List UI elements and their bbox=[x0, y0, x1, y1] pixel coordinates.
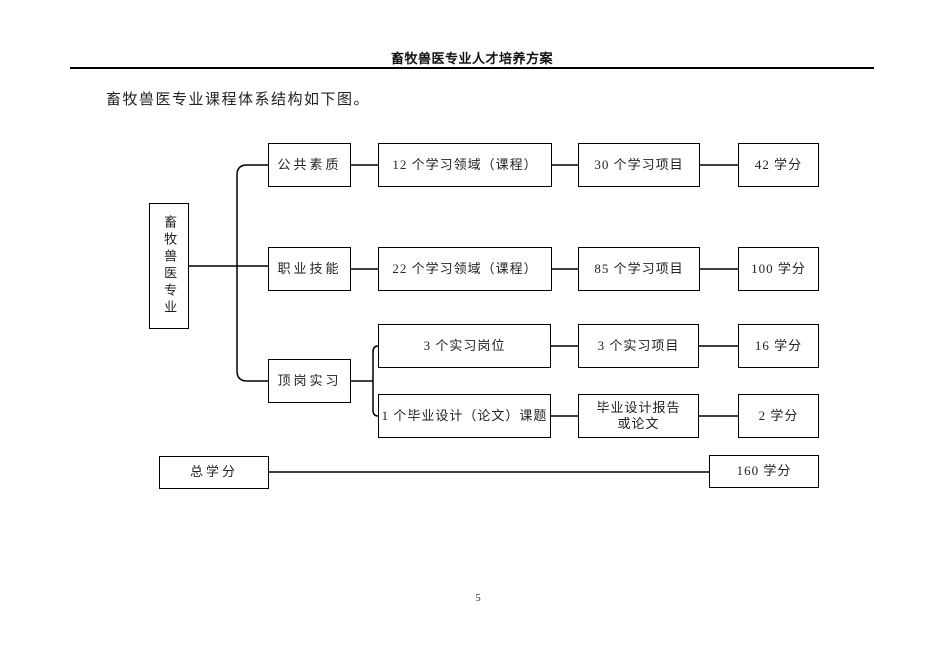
page-number: 5 bbox=[475, 592, 481, 604]
node-vocational-credits: 100 学分 bbox=[738, 247, 819, 291]
connector-main-trunk bbox=[236, 164, 268, 382]
connector-sub-trunk bbox=[372, 345, 379, 417]
node-public-learning-projects: 30 个学习项目 bbox=[578, 143, 700, 187]
node-public-learning-domains: 12 个学习领域（课程） bbox=[378, 143, 552, 187]
node-branch-public-quality: 公共素质 bbox=[268, 143, 351, 187]
node-branch-post-internship: 顶岗实习 bbox=[268, 359, 351, 403]
node-branch-vocational-skills: 职业技能 bbox=[268, 247, 351, 291]
node-graduation-credits: 2 学分 bbox=[738, 394, 819, 438]
node-internship-credits: 16 学分 bbox=[738, 324, 819, 368]
node-total-credits-value: 160 学分 bbox=[709, 455, 819, 488]
node-major-root: 畜牧兽医专业 bbox=[149, 203, 189, 329]
node-total-credits-label: 总学分 bbox=[159, 456, 269, 489]
node-internship-projects: 3 个实习项目 bbox=[578, 324, 699, 368]
header-divider-line bbox=[70, 67, 874, 69]
intro-text: 畜牧兽医专业课程体系结构如下图。 bbox=[106, 92, 371, 108]
node-public-credits: 42 学分 bbox=[738, 143, 819, 187]
node-graduation-design-topic: 1 个毕业设计（论文）课题 bbox=[378, 394, 551, 438]
node-vocational-learning-domains: 22 个学习领域（课程） bbox=[378, 247, 552, 291]
node-internship-posts: 3 个实习岗位 bbox=[378, 324, 551, 368]
node-vocational-learning-projects: 85 个学习项目 bbox=[578, 247, 700, 291]
node-graduation-report: 毕业设计报告 或论文 bbox=[578, 394, 699, 438]
page-header-title: 畜牧兽医专业人才培养方案 bbox=[390, 51, 553, 66]
